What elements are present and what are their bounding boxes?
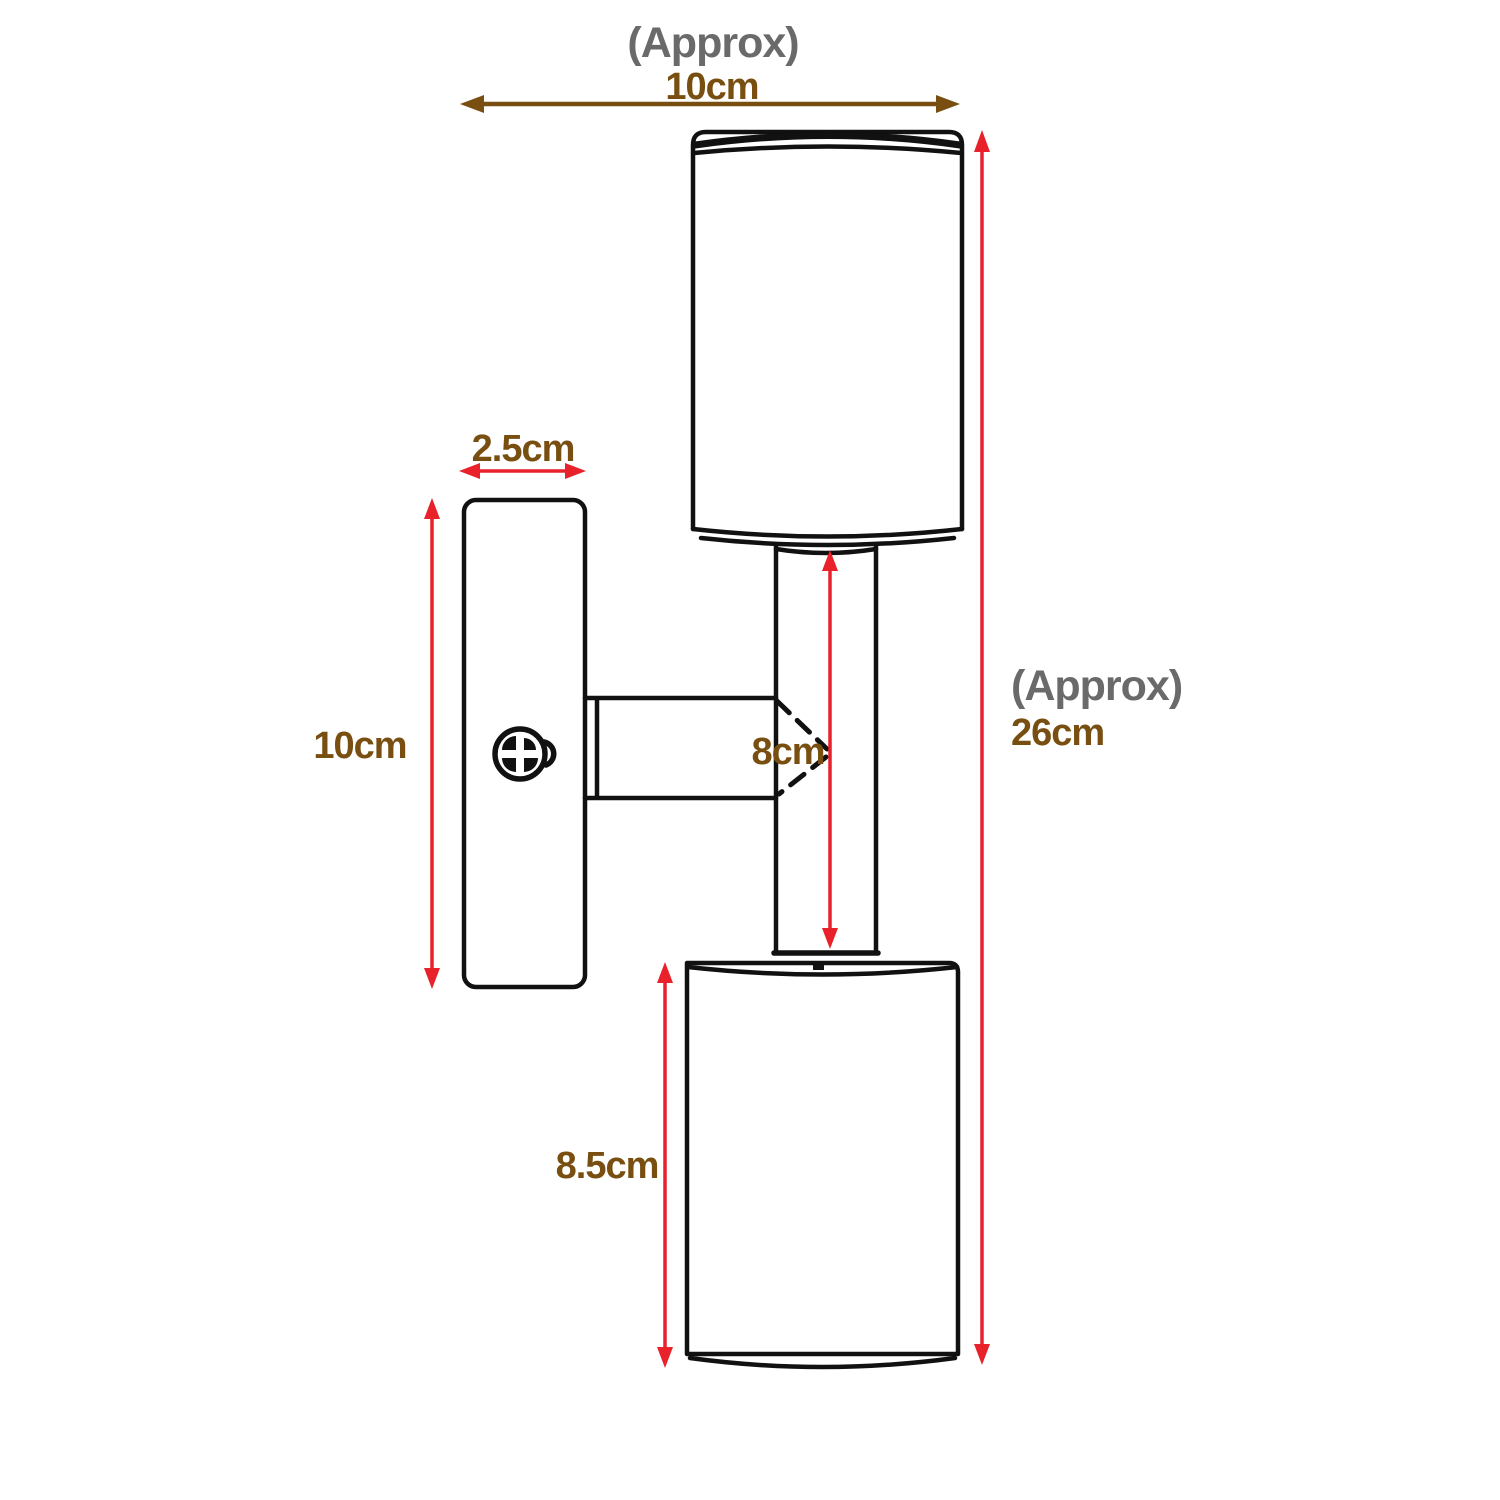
arrow-overall-height [974, 130, 990, 1365]
top-width-approx-label: (Approx) [627, 19, 799, 67]
bottom-shade [684, 960, 961, 1370]
dimension-arrows [424, 95, 990, 1368]
mounting-arm [582, 695, 779, 801]
backplate-height-value: 10cm [313, 725, 407, 767]
overall-height-approx-label: (Approx) [1011, 662, 1183, 710]
overall-height-value: 26cm [1011, 712, 1105, 754]
center-tube [771, 543, 881, 956]
backplate-depth-value: 2.5cm [471, 428, 576, 470]
shade-height-value: 8.5cm [555, 1145, 660, 1187]
top-shade [690, 129, 965, 548]
top-width-value: 10cm [665, 66, 759, 108]
arrow-backplate-depth [459, 463, 586, 479]
arrow-shade-height [657, 962, 673, 1368]
center-tube-height-value: 8cm [751, 731, 825, 773]
arrow-top-width [460, 95, 960, 113]
arrow-backplate-height [424, 498, 440, 989]
screw-icon [492, 726, 557, 782]
arrow-center-tube-height [822, 550, 838, 949]
hidden-joint-dashes [774, 698, 830, 797]
